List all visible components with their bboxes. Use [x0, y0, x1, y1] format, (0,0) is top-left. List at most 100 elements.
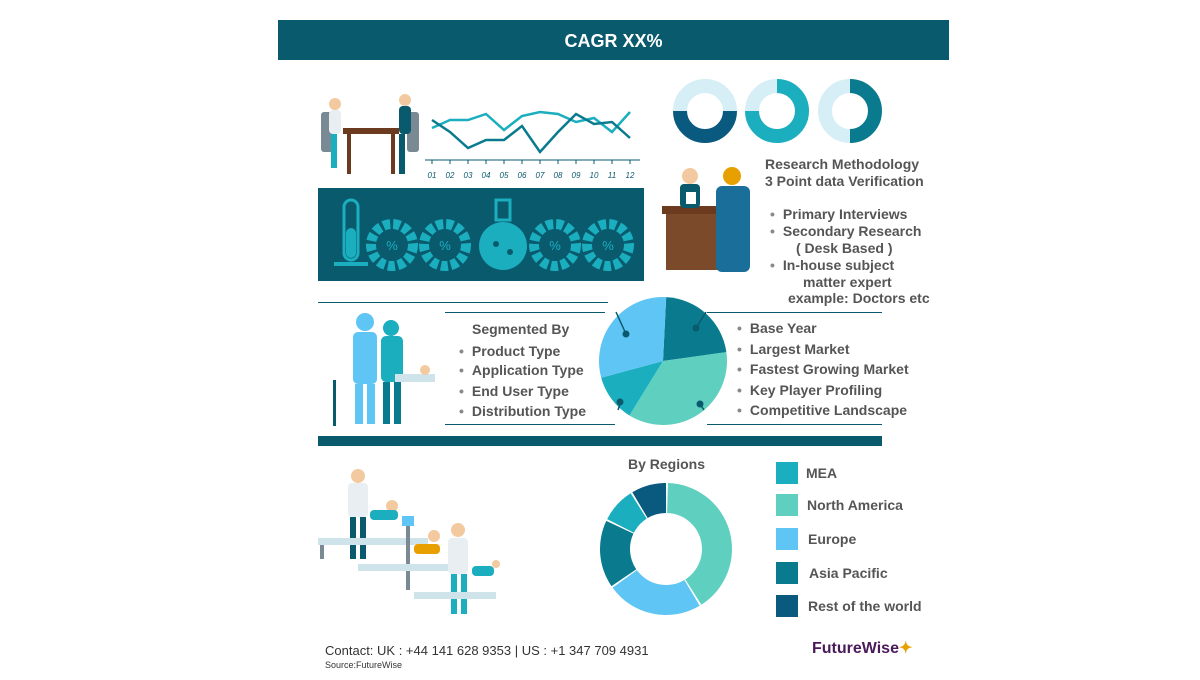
percent-gauge-icon: % — [366, 219, 418, 271]
flask-icon — [479, 198, 527, 270]
pie-slice — [599, 297, 667, 378]
divider — [318, 302, 608, 303]
divider — [707, 312, 882, 313]
legend-row: North America — [776, 494, 946, 516]
research-bullet: Secondary Research — [770, 223, 922, 239]
donut-slice — [667, 483, 732, 605]
star-icon: ✦ — [898, 640, 913, 657]
segment-item: End User Type — [459, 383, 569, 399]
progress-ring-3 — [818, 79, 882, 143]
legend-swatch — [776, 494, 798, 516]
x-tick-label: 12 — [626, 171, 635, 180]
x-tick-label: 07 — [536, 171, 545, 180]
divider — [445, 312, 605, 313]
brand-name: FutureWise — [812, 640, 899, 657]
doctors-illustration — [333, 313, 435, 426]
legend-swatch — [776, 562, 798, 584]
meeting-line-chart-illustration: 01 02 03 04 05 06 07 08 09 10 11 12 — [321, 94, 640, 180]
research-bullet-cont: example: Doctors etc — [788, 290, 930, 306]
x-tick-label: 02 — [446, 171, 455, 180]
bed-icon — [395, 374, 435, 382]
divider — [707, 424, 882, 425]
x-tick-label: 08 — [554, 171, 563, 180]
person-icon — [399, 94, 411, 106]
progress-ring-2 — [745, 79, 809, 143]
doctor-icon — [351, 469, 365, 483]
donut-slice — [600, 520, 637, 587]
progress-ring-1 — [673, 79, 737, 143]
research-bullet: Primary Interviews — [770, 206, 908, 222]
research-heading-2: 3 Point data Verification — [765, 173, 924, 189]
research-illustration — [662, 167, 750, 272]
svg-text:%: % — [386, 238, 398, 253]
nurse-icon — [383, 320, 399, 336]
contact-line: Contact: UK : +44 141 628 9353 | US : +1… — [325, 643, 649, 658]
report-item: Largest Market — [737, 341, 850, 357]
report-item: Base Year — [737, 320, 817, 336]
percent-gauge-icon: % — [582, 219, 634, 271]
report-item: Competitive Landscape — [737, 402, 907, 418]
visitor-icon — [451, 523, 465, 537]
test-tube-icon — [334, 198, 368, 266]
regions-title: By Regions — [628, 456, 706, 472]
segment-item: Application Type — [459, 362, 584, 378]
title-bar: CAGR XX% — [278, 20, 949, 60]
report-item: Key Player Profiling — [737, 382, 882, 398]
line-chart: 01 02 03 04 05 06 07 08 09 10 11 12 — [425, 110, 640, 180]
research-bullet-cont: ( Desk Based ) — [796, 240, 893, 256]
bed-icon — [318, 538, 428, 545]
hospital-illustration — [318, 469, 500, 614]
legend-label: Asia Pacific — [809, 565, 888, 581]
legend-swatch — [776, 528, 798, 550]
legend-label: Rest of the world — [808, 598, 922, 614]
research-bullet-cont: matter expert — [803, 274, 892, 290]
x-tick-label: 04 — [482, 171, 491, 180]
section-divider — [318, 436, 882, 446]
legend-row: Rest of the world — [776, 595, 946, 617]
iv-stand-icon — [406, 516, 410, 590]
progress-rings — [673, 79, 882, 143]
segment-pie — [599, 297, 727, 425]
legend-swatch — [776, 595, 798, 617]
percent-gauge-icon: % — [419, 219, 471, 271]
segmented-heading: Segmented By — [472, 321, 570, 337]
legend-label: North America — [807, 497, 903, 513]
x-tick-label: 10 — [590, 171, 599, 180]
donut-slice — [632, 483, 666, 519]
svg-text:%: % — [549, 238, 561, 253]
desk-icon — [343, 128, 399, 134]
divider — [445, 424, 615, 425]
x-tick-label: 01 — [428, 171, 437, 180]
legend-label: MEA — [806, 465, 838, 481]
x-tick-label: 03 — [464, 171, 473, 180]
source-line: Source:FutureWise — [325, 660, 403, 670]
legend-row: MEA — [776, 462, 946, 484]
patient-icon — [428, 530, 440, 542]
legend-label: Europe — [808, 531, 857, 547]
research-heading-1: Research Methodology — [765, 156, 920, 172]
research-bullet: In-house subject — [770, 257, 894, 273]
person-icon — [723, 167, 741, 185]
person-icon — [329, 98, 341, 110]
regions-donut — [600, 483, 732, 615]
person-icon — [682, 168, 698, 184]
x-tick-label: 06 — [518, 171, 527, 180]
page-title: CAGR XX% — [564, 31, 663, 51]
brand-logo: FutureWise✦ — [812, 638, 912, 658]
x-tick-label: 05 — [500, 171, 509, 180]
legend-row: Asia Pacific — [776, 562, 946, 584]
segment-item: Distribution Type — [459, 403, 586, 419]
x-axis-ticks: 01 02 03 04 05 06 07 08 09 10 11 12 — [425, 159, 640, 180]
svg-text:%: % — [439, 238, 451, 253]
patient-icon — [386, 500, 398, 512]
donut-slice — [607, 493, 647, 533]
report-item: Fastest Growing Market — [737, 361, 909, 377]
doctor-icon — [356, 313, 374, 331]
x-tick-label: 11 — [608, 171, 616, 180]
desk-icon — [662, 206, 732, 214]
segment-item: Product Type — [459, 343, 560, 359]
x-tick-label: 09 — [572, 171, 581, 180]
svg-text:%: % — [602, 238, 614, 253]
lab-panel: % % % % — [318, 188, 644, 281]
donut-slice — [612, 570, 700, 615]
